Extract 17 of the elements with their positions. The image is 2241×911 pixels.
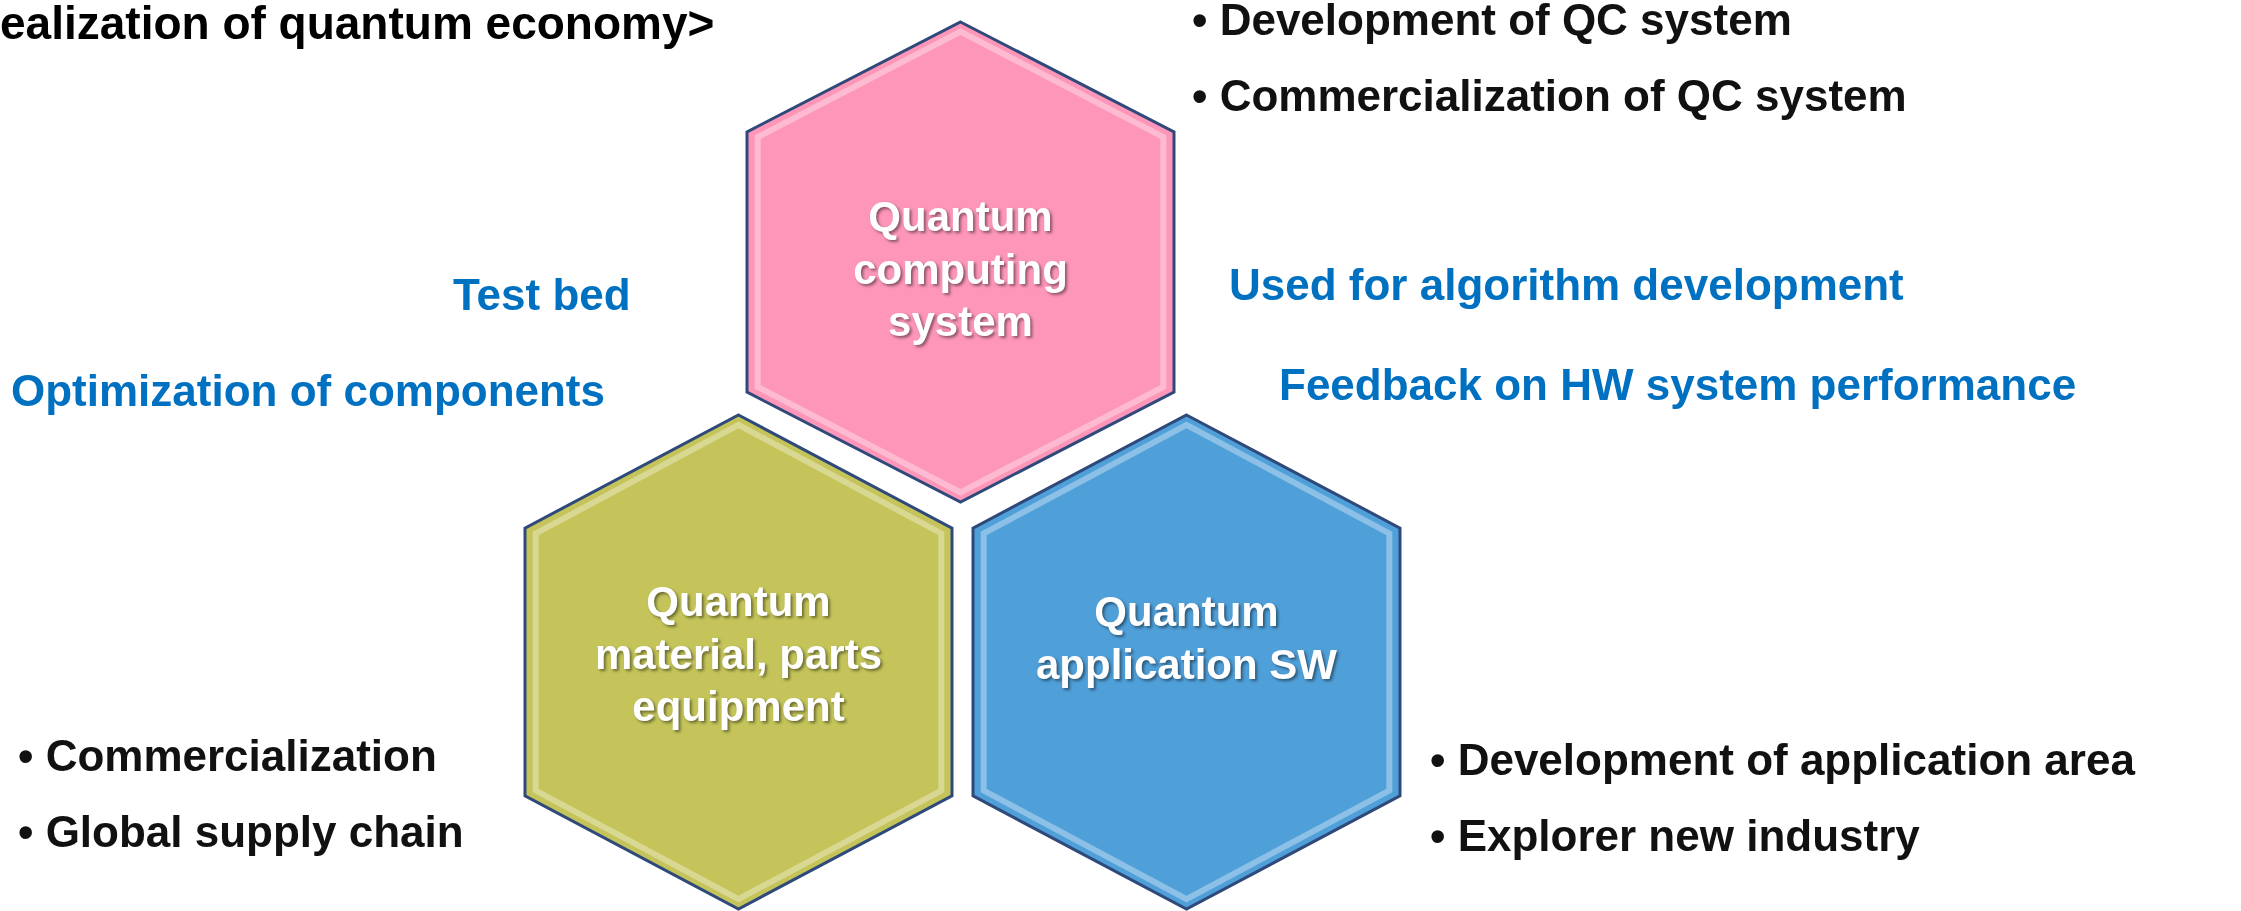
bullet-item: • Commercialization of QC system [1192, 70, 1907, 122]
relation-label: Test bed [453, 270, 631, 320]
bullet-item: • Explorer new industry [1430, 810, 1921, 862]
relation-label: Feedback on HW system performance [1279, 360, 2077, 410]
hexagon-node [972, 414, 1401, 910]
node-label: Quantum application SW [1035, 587, 1338, 690]
heading: ealization of quantum economy> [0, 0, 715, 50]
node-label: Quantum material, parts equipment [593, 577, 884, 732]
hexagon-node [524, 414, 953, 910]
node-label: Quantum computing system [852, 192, 1069, 347]
relation-label: Used for algorithm development [1229, 260, 1904, 310]
bullet-item: • Commercialization [18, 730, 438, 782]
bullet-item: • Global supply chain [18, 806, 464, 858]
hexagon-node [746, 21, 1175, 503]
bullet-item: • Development of QC system [1192, 0, 1793, 46]
relation-label: Optimization of components [11, 366, 605, 416]
bullet-item: • Development of application area [1430, 734, 2135, 786]
